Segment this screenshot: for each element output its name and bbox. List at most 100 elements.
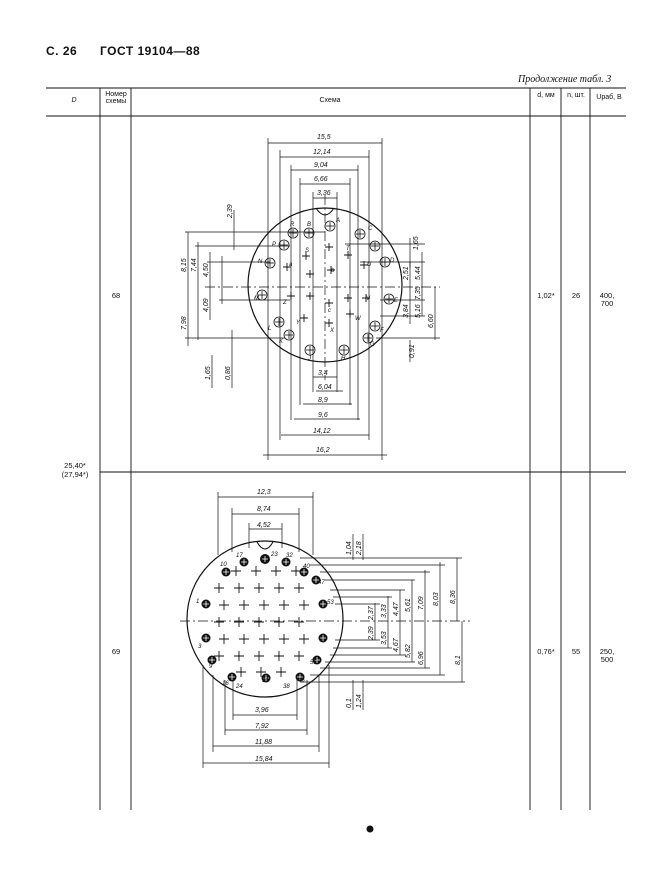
svg-text:12,3: 12,3	[257, 489, 271, 496]
svg-text:14,12: 14,12	[313, 428, 331, 435]
svg-text:8,9: 8,9	[318, 397, 328, 404]
svg-text:3: 3	[198, 644, 202, 650]
svg-text:24: 24	[235, 684, 243, 690]
svg-text:6,96: 6,96	[418, 651, 425, 665]
svg-text:47: 47	[318, 580, 325, 586]
svg-text:7,98: 7,98	[181, 316, 188, 330]
svg-text:0,91: 0,91	[409, 344, 416, 358]
header-D: D	[71, 97, 77, 104]
cell-scheme-no-69: 69	[111, 647, 121, 656]
svg-text:a: a	[289, 262, 293, 268]
svg-text:b: b	[331, 268, 335, 274]
scheme-68-contacts	[256, 220, 395, 356]
header-count: n, шт.	[567, 92, 585, 99]
page-number: С. 26	[46, 44, 78, 58]
contact-N	[264, 257, 276, 269]
svg-text:c: c	[328, 308, 331, 314]
cell-d-69: 0,76*	[537, 647, 555, 656]
svg-text:K: K	[279, 339, 284, 345]
svg-text:3,96: 3,96	[255, 707, 269, 714]
svg-text:C: C	[368, 226, 373, 232]
contact-H	[338, 344, 350, 356]
svg-text:H: H	[341, 356, 346, 362]
header-wire-diameter: d, мм	[537, 92, 555, 99]
svg-text:7,44: 7,44	[191, 258, 198, 272]
table-continuation: Продолжение табл. 3	[518, 74, 612, 85]
svg-text:32: 32	[286, 553, 293, 559]
svg-text:53: 53	[327, 600, 334, 606]
svg-text:W: W	[355, 316, 362, 322]
svg-text:2,18: 2,18	[356, 541, 363, 556]
svg-text:1,24: 1,24	[356, 694, 363, 708]
svg-text:8,15: 8,15	[181, 258, 188, 272]
svg-text:L: L	[268, 326, 271, 332]
svg-text:55: 55	[310, 660, 317, 666]
cell-D-line1: 25,40*	[64, 461, 86, 470]
svg-text:5,16: 5,16	[415, 304, 422, 318]
contact-P	[278, 239, 290, 251]
svg-text:2,51: 2,51	[403, 266, 410, 281]
svg-text:X: X	[329, 328, 335, 334]
contact-C	[354, 228, 366, 240]
svg-text:7,35: 7,35	[415, 286, 422, 300]
svg-text:38: 38	[283, 684, 290, 690]
scheme-68	[185, 138, 440, 460]
contact-E	[383, 293, 395, 305]
contact-M	[256, 289, 268, 301]
scheme-69	[180, 492, 470, 768]
scheme-68-letters: AB CD EF GH JK LM NP RS TU VW XY Za bc	[254, 218, 399, 362]
scheme-68-dims: 15,5 12,14 9,04 6,66 3,36 3,4 6,04 8,9 9…	[181, 134, 435, 454]
connector-outline-69	[186, 540, 344, 698]
svg-text:N: N	[258, 259, 263, 265]
svg-text:31: 31	[262, 678, 269, 684]
svg-text:3,84: 3,84	[403, 304, 410, 318]
scheme-69-dims: 12,3 8,74 4,52 3,96 7,92 11,88 15,84 1,0…	[255, 489, 462, 763]
contact-L	[273, 316, 285, 328]
svg-text:16,2: 16,2	[316, 447, 330, 454]
svg-text:1: 1	[196, 599, 199, 605]
cell-voltage-69b: 500	[600, 655, 614, 664]
svg-text:40: 40	[303, 564, 310, 570]
svg-text:6,60: 6,60	[428, 314, 435, 328]
svg-text:E: E	[394, 298, 399, 304]
contact-B	[303, 227, 315, 239]
svg-text:46: 46	[298, 678, 305, 684]
contact-J	[304, 344, 316, 356]
table-grid	[46, 87, 626, 810]
scheme-69-contacts	[214, 566, 309, 677]
svg-text:4,67: 4,67	[393, 637, 400, 652]
svg-text:0,1: 0,1	[346, 698, 353, 708]
svg-text:4,09: 4,09	[203, 298, 210, 312]
svg-text:17: 17	[236, 553, 243, 559]
svg-text:8,36: 8,36	[450, 590, 457, 604]
svg-text:U: U	[367, 262, 372, 268]
svg-text:4,47: 4,47	[393, 601, 400, 616]
svg-text:4,50: 4,50	[203, 263, 210, 277]
svg-text:5,44: 5,44	[415, 266, 422, 280]
contact-R	[287, 227, 299, 239]
contact-G	[362, 332, 374, 344]
svg-text:M: M	[254, 296, 259, 302]
svg-text:F: F	[380, 328, 384, 334]
svg-text:6,04: 6,04	[318, 384, 332, 391]
svg-text:A: A	[335, 218, 340, 224]
svg-text:0,86: 0,86	[225, 366, 232, 380]
svg-text:2,39: 2,39	[227, 204, 234, 219]
svg-text:V: V	[366, 296, 371, 302]
contact-D	[379, 256, 391, 268]
svg-text:8,74: 8,74	[257, 506, 271, 513]
svg-text:2,37: 2,37	[368, 605, 375, 621]
svg-text:7,92: 7,92	[255, 723, 269, 730]
svg-text:3,53: 3,53	[381, 631, 388, 645]
svg-text:12,14: 12,14	[313, 149, 331, 156]
header-scheme: Схема	[319, 97, 341, 104]
svg-text:23: 23	[270, 552, 278, 558]
cell-scheme-no-68: 68	[111, 291, 121, 300]
svg-text:8,1: 8,1	[455, 655, 462, 665]
svg-text:T: T	[346, 246, 351, 252]
svg-text:Z: Z	[282, 300, 287, 306]
contact-K	[283, 329, 295, 341]
svg-text:15,5: 15,5	[317, 134, 331, 141]
